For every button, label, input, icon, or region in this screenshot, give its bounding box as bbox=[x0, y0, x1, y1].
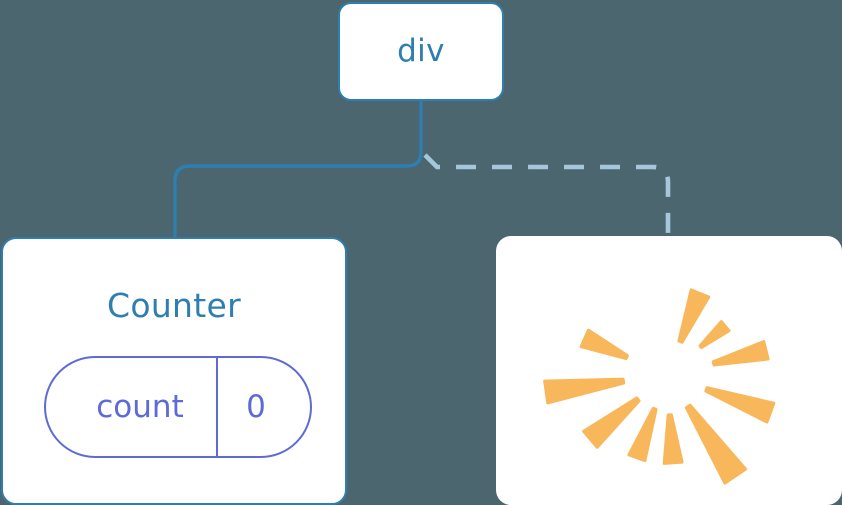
node-div[interactable]: div bbox=[338, 2, 504, 101]
state-value-label: 0 bbox=[246, 389, 266, 425]
spinner-ray-5 bbox=[684, 403, 748, 485]
edge-div-to-loading bbox=[423, 153, 671, 238]
spinner-ray-4 bbox=[704, 386, 776, 424]
starburst-spinner-icon bbox=[543, 288, 776, 485]
spinner-ray-8 bbox=[582, 396, 641, 449]
spinner-ray-9 bbox=[543, 377, 626, 405]
spinner-ray-7 bbox=[627, 406, 658, 463]
spinner-ray-3 bbox=[711, 340, 770, 367]
spinner-ray-2 bbox=[698, 320, 731, 350]
node-counter[interactable]: Counter count 0 bbox=[1, 237, 347, 505]
spinner-ray-6 bbox=[662, 413, 684, 465]
node-div-label: div bbox=[397, 33, 445, 69]
edge-div-to-counter bbox=[173, 98, 423, 240]
spinner-ray-1 bbox=[677, 288, 711, 344]
state-pill-count[interactable]: count 0 bbox=[44, 356, 312, 458]
node-counter-label: Counter bbox=[107, 286, 241, 325]
spinner-ray-group bbox=[543, 288, 776, 485]
spinner-ray-10 bbox=[579, 328, 629, 361]
node-loading[interactable] bbox=[496, 236, 842, 505]
state-key-label: count bbox=[46, 358, 218, 456]
